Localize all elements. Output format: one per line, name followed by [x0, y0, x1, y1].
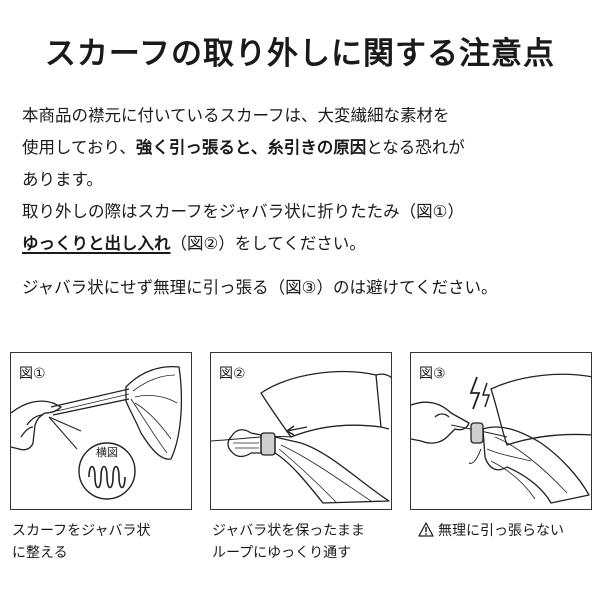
- intro-line-2-tail: となる恐れが: [366, 138, 465, 157]
- intro-line-2: 使用しており、強く引っ張ると、糸引きの原因となる恐れが: [22, 132, 582, 164]
- figure-1-label: 図①: [19, 366, 46, 382]
- side-view-label: 横図: [96, 445, 118, 459]
- zigzag-icon: [88, 465, 126, 489]
- warning-emphasis: 強く引っ張ると、糸引きの原因: [135, 138, 367, 157]
- warning-triangle-icon: [418, 522, 434, 537]
- avoid-paragraph: ジャバラ状にせず無理に引っ張る（図③）のは避けてください。: [22, 278, 498, 297]
- figure-1-caption-line-1: スカーフをジャバラ状: [12, 523, 151, 539]
- figure-1-caption: スカーフをジャバラ状 に整える: [12, 520, 150, 564]
- figure-2-caption-line-1: ジャバラ状を保ったまま: [212, 523, 365, 539]
- removal-line-1: 取り外しの際はスカーフをジャバラ状に折りたたみ（図①）: [22, 202, 464, 221]
- figure-2-label: 図②: [219, 366, 246, 382]
- intro-line-1: 本商品の襟元に付いているスカーフは、大変繊細な素材を: [22, 106, 450, 125]
- figure-1-caption-line-2: に整える: [12, 545, 68, 561]
- removal-line-2-tail: （図②）をしてください。: [170, 234, 366, 253]
- scarf-pleated-illustration: 横図: [11, 365, 183, 500]
- scarf-through-loop-illustration: [211, 370, 391, 504]
- removal-paragraph: 取り外しの際はスカーフをジャバラ状に折りたたみ（図①） ゆっくりと出し入れ（図②…: [22, 196, 582, 260]
- scarf-forced-pull-illustration: [411, 373, 591, 504]
- intro-line-3: あります。: [22, 170, 103, 189]
- figure-2-caption-line-2: ループにゆっくり通す: [212, 545, 352, 561]
- strain-lightning-icon: [469, 376, 481, 410]
- slowly-emphasis: ゆっくりと出し入れ: [22, 234, 171, 253]
- figure-2-caption: ジャバラ状を保ったまま ループにゆっくり通す: [212, 520, 365, 564]
- page-title: スカーフの取り外しに関する注意点: [44, 36, 556, 72]
- direction-arrow-icon: [286, 426, 308, 432]
- removal-line-2: ゆっくりと出し入れ（図②）をしてください。: [22, 228, 582, 260]
- figure-3-panel: 図③: [410, 352, 592, 510]
- figure-3-caption: 無理に引っ張らない: [418, 520, 564, 542]
- figure-3-caption-line-1: 無理に引っ張らない: [438, 523, 564, 539]
- intro-line-2-text: 使用しており、: [22, 138, 136, 157]
- figure-2-panel: 図②: [210, 352, 392, 510]
- figure-1-panel: 図① 横図: [10, 352, 192, 510]
- intro-paragraph: 本商品の襟元に付いているスカーフは、大変繊細な素材を 使用しており、強く引っ張る…: [22, 100, 582, 196]
- figure-3-label: 図③: [419, 366, 446, 382]
